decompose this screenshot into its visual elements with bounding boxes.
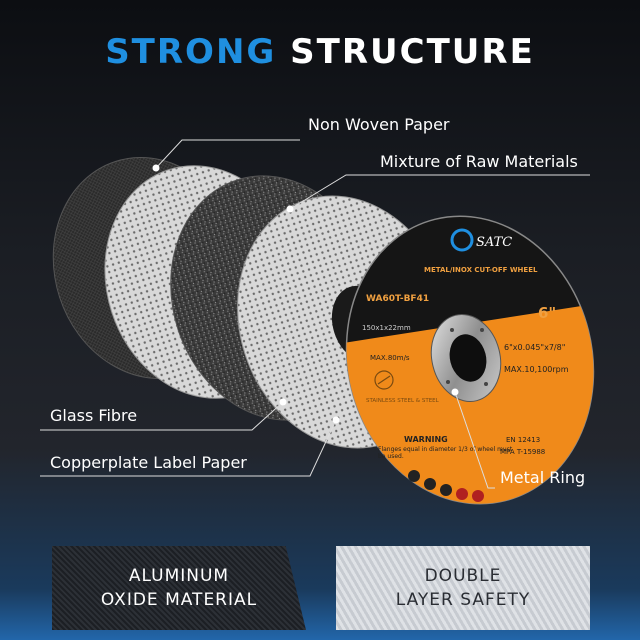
label-copperplate: Copperplate Label Paper — [50, 453, 247, 472]
label-metal-ring: Metal Ring — [500, 468, 586, 487]
badge-right-line1: DOUBLE — [424, 566, 502, 586]
warning-title: WARNING — [404, 435, 448, 444]
callout-dots — [152, 164, 459, 424]
product-text: METAL/INOX CUT-OFF WHEEL — [424, 266, 538, 274]
label-raw-materials: Mixture of Raw Materials — [380, 152, 578, 171]
size-code-text: 150x1x22mm — [362, 324, 411, 332]
badge-double-layer: DOUBLE LAYER SAFETY — [336, 546, 590, 630]
page-title: STRONG STRUCTURE — [0, 32, 640, 72]
material-text: STAINLESS STEEL & STEEL — [366, 398, 440, 404]
callout-lines — [40, 139, 590, 489]
model-text: WA60T-BF41 — [366, 294, 429, 304]
badge-right-line2: LAYER SAFETY — [395, 590, 531, 610]
material-icon — [374, 370, 394, 390]
size-inch-text: 6" — [538, 304, 556, 322]
title-main: STRUCTURE — [290, 32, 535, 72]
badge-left-line2: OXIDE MATERIAL — [100, 590, 258, 610]
label-glass-fibre: Glass Fibre — [50, 406, 138, 425]
max-speed-text: MAX.80m/s — [370, 354, 410, 362]
mpa-text: MPA T-15988 — [500, 448, 545, 456]
standard-text: EN 12413 — [506, 436, 540, 444]
badge-aluminum-oxide: ALUMINUM OXIDE MATERIAL — [52, 546, 306, 630]
badge-left-line1: ALUMINUM — [128, 566, 230, 586]
warning-text: Flanges equal in diameter 1/3 of wheel m… — [378, 446, 512, 460]
label-non-woven-paper: Non Woven Paper — [308, 115, 450, 134]
title-accent: STRONG — [105, 32, 277, 72]
max-rpm-text: MAX.10,100rpm — [504, 365, 569, 374]
dimensions-text: 6"x0.045"x7/8" — [504, 343, 565, 352]
label-disc: SATC METAL/INOX CUT-OFF WHEEL WA60T-BF41… — [330, 215, 624, 531]
brand-text: SATC — [476, 235, 512, 250]
safety-icons — [408, 470, 484, 502]
